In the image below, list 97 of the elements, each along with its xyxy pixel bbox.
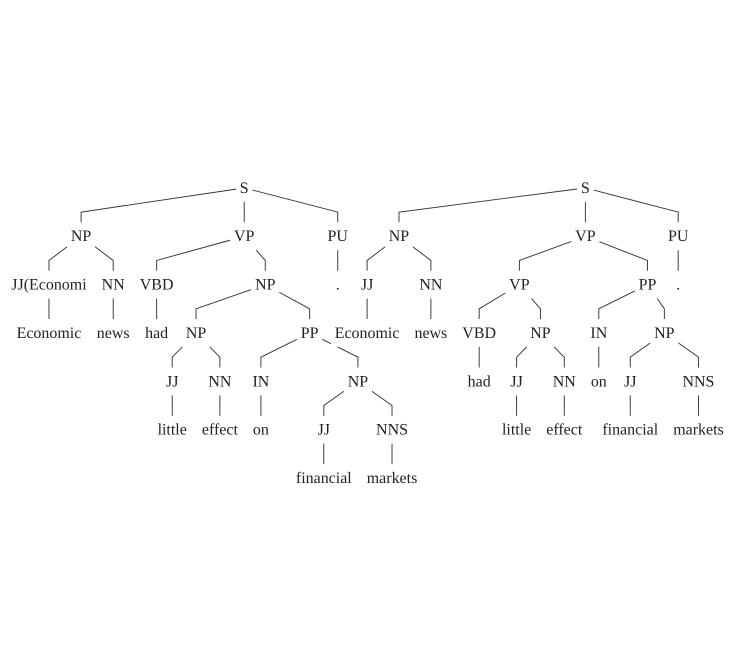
connector: [278, 292, 310, 320]
connector: [322, 338, 358, 368]
connector: [698, 394, 699, 416]
node-text: NP: [186, 324, 206, 342]
node-text: NP: [530, 324, 551, 342]
connector: [593, 190, 679, 223]
connector: [516, 394, 518, 416]
connector: [172, 394, 173, 416]
connector: [412, 246, 432, 272]
node-text: JJ: [360, 275, 374, 294]
node-text: effect: [202, 420, 238, 438]
connector: [516, 346, 528, 368]
node-text: NP: [654, 324, 675, 342]
connector: [172, 346, 183, 368]
connector: [584, 201, 586, 223]
connector: [80, 188, 236, 223]
connector: [598, 346, 600, 368]
node-text: VBD: [140, 275, 174, 294]
node-text: .: [336, 275, 340, 294]
node-text: VP: [575, 227, 596, 245]
connector: [478, 346, 480, 368]
node-text: markets: [673, 420, 724, 438]
node-text: JJ: [510, 372, 523, 390]
connector: [518, 240, 572, 272]
node-text: had: [468, 372, 491, 390]
node-text: PP: [638, 275, 656, 294]
connector: [94, 246, 114, 272]
connector: [554, 346, 565, 368]
connector: [371, 390, 392, 416]
connector: [209, 346, 220, 368]
connector: [366, 246, 386, 272]
connector: [252, 190, 338, 223]
connector: [430, 298, 432, 320]
node-text: JJ(Economi: [11, 275, 87, 294]
node-text: Economic: [16, 324, 82, 342]
node-text: NN: [552, 372, 576, 390]
node-text: S: [580, 178, 590, 197]
node-text: news: [96, 324, 130, 342]
connector: [196, 289, 252, 320]
node-text: JJ: [318, 420, 330, 438]
connector: [244, 201, 245, 223]
node-text: IN: [252, 372, 270, 390]
node-text: little: [158, 420, 187, 438]
connector: [256, 250, 266, 272]
node-text: effect: [546, 420, 582, 438]
node-text: JJ: [624, 372, 636, 390]
connector: [630, 394, 631, 416]
connector: [598, 241, 648, 272]
node-text: financial: [602, 420, 658, 438]
node-text: PU: [328, 227, 348, 245]
node-text: markets: [366, 468, 418, 487]
node-text: NN: [208, 372, 232, 390]
node-text: had: [145, 324, 168, 342]
node-text: NNS: [376, 420, 408, 438]
node-text: PU: [668, 227, 688, 245]
connector: [564, 394, 565, 416]
node-text: VP: [509, 275, 530, 294]
connector: [323, 390, 344, 416]
node-text: NP: [348, 372, 368, 390]
connector: [48, 246, 68, 272]
node-text: PP: [300, 324, 318, 342]
node-text: financial: [296, 468, 352, 487]
node-text: NN: [102, 275, 125, 294]
connector: [478, 292, 506, 320]
connector: [337, 250, 338, 272]
node-text: NP: [388, 227, 410, 245]
connector: [656, 298, 665, 320]
connector: [323, 443, 324, 465]
connector: [156, 298, 158, 320]
connector: [398, 188, 578, 223]
node-text: little: [502, 420, 532, 438]
connector: [530, 298, 541, 320]
connector: [366, 298, 368, 320]
connector: [598, 290, 636, 320]
node-text: IN: [590, 324, 608, 342]
connector: [630, 342, 651, 368]
connector: [48, 298, 50, 320]
connector: [260, 394, 262, 416]
node-text: NN: [419, 275, 442, 294]
connector: [678, 250, 679, 272]
node-text: VP: [234, 227, 254, 245]
node-text: Economic: [334, 324, 400, 342]
connector: [678, 342, 699, 368]
node-text: .: [676, 275, 680, 294]
connector: [219, 394, 220, 416]
node-text: S: [240, 178, 249, 197]
node-text: NP: [70, 227, 92, 245]
connector: [156, 240, 231, 272]
node-text: JJ: [166, 372, 178, 390]
node-text: news: [414, 324, 448, 342]
node-text: VBD: [462, 324, 496, 342]
node-text: NNS: [682, 372, 714, 390]
connector: [112, 298, 114, 320]
node-text: on: [252, 420, 269, 438]
node-text: on: [590, 372, 607, 390]
connector: [260, 338, 298, 368]
node-text: NP: [255, 275, 276, 294]
